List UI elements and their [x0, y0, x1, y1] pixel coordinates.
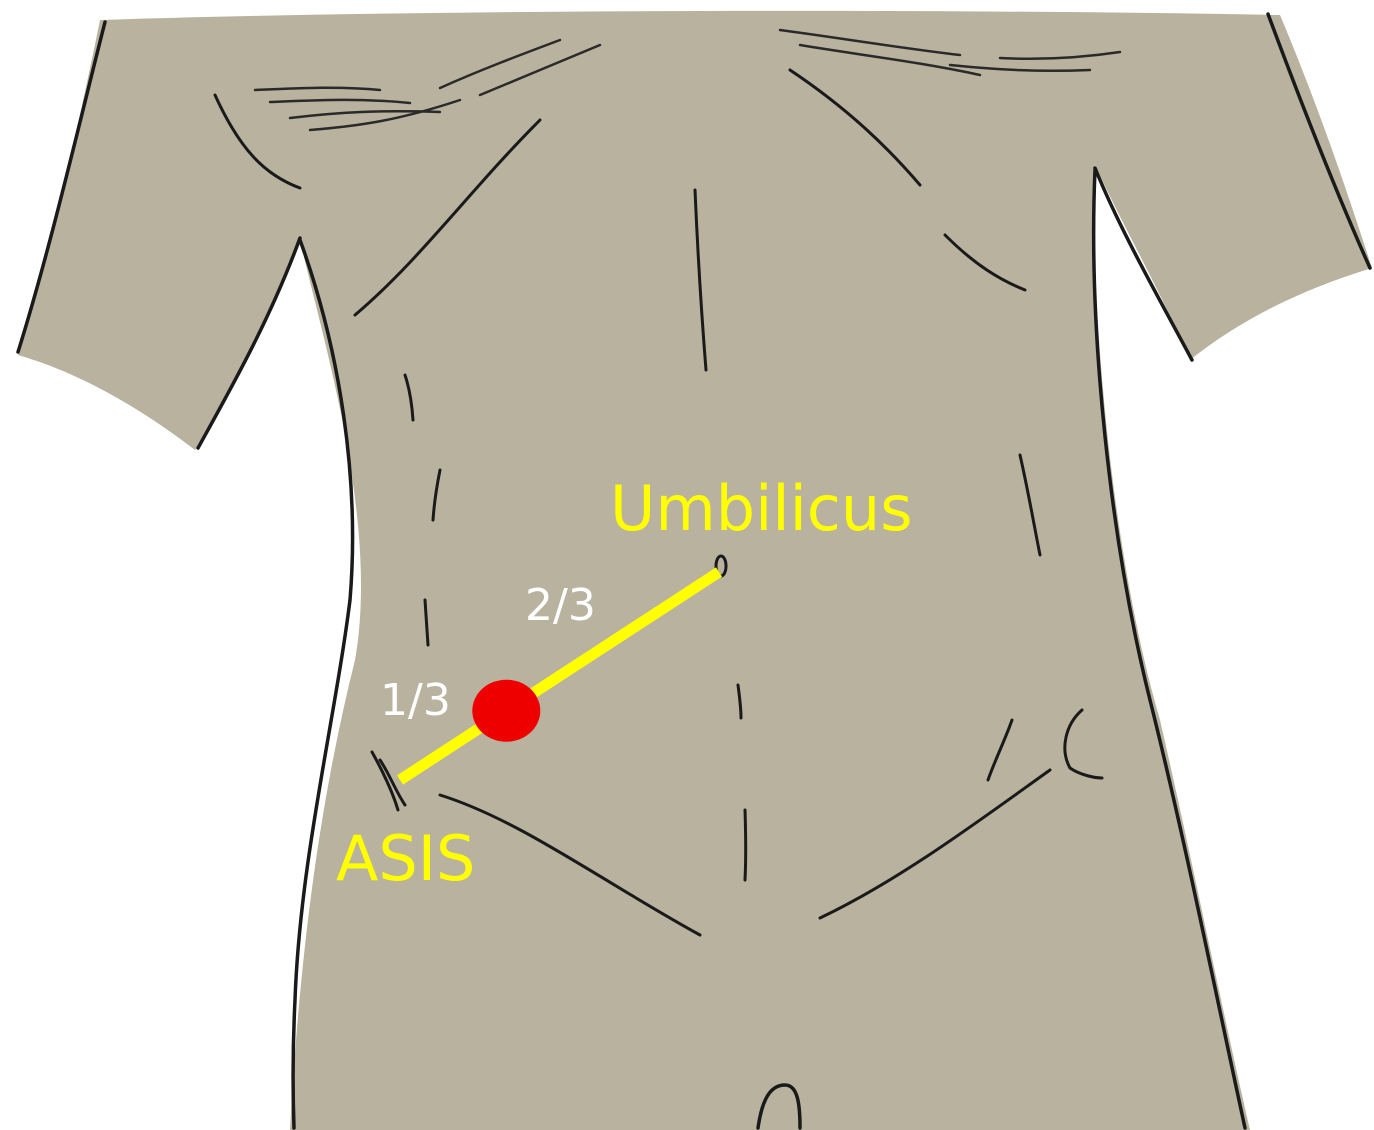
- near-third-label: 1/3: [380, 675, 451, 726]
- linea-alba-pubic: [745, 810, 746, 880]
- mcburney-point-marker: [472, 680, 540, 742]
- torso-silhouette: [18, 11, 1372, 1130]
- far-third-label: 2/3: [525, 580, 596, 631]
- torso-body: [18, 11, 1372, 1130]
- asis-label: ASIS: [336, 822, 475, 895]
- umbilicus-label: Umbilicus: [610, 472, 913, 545]
